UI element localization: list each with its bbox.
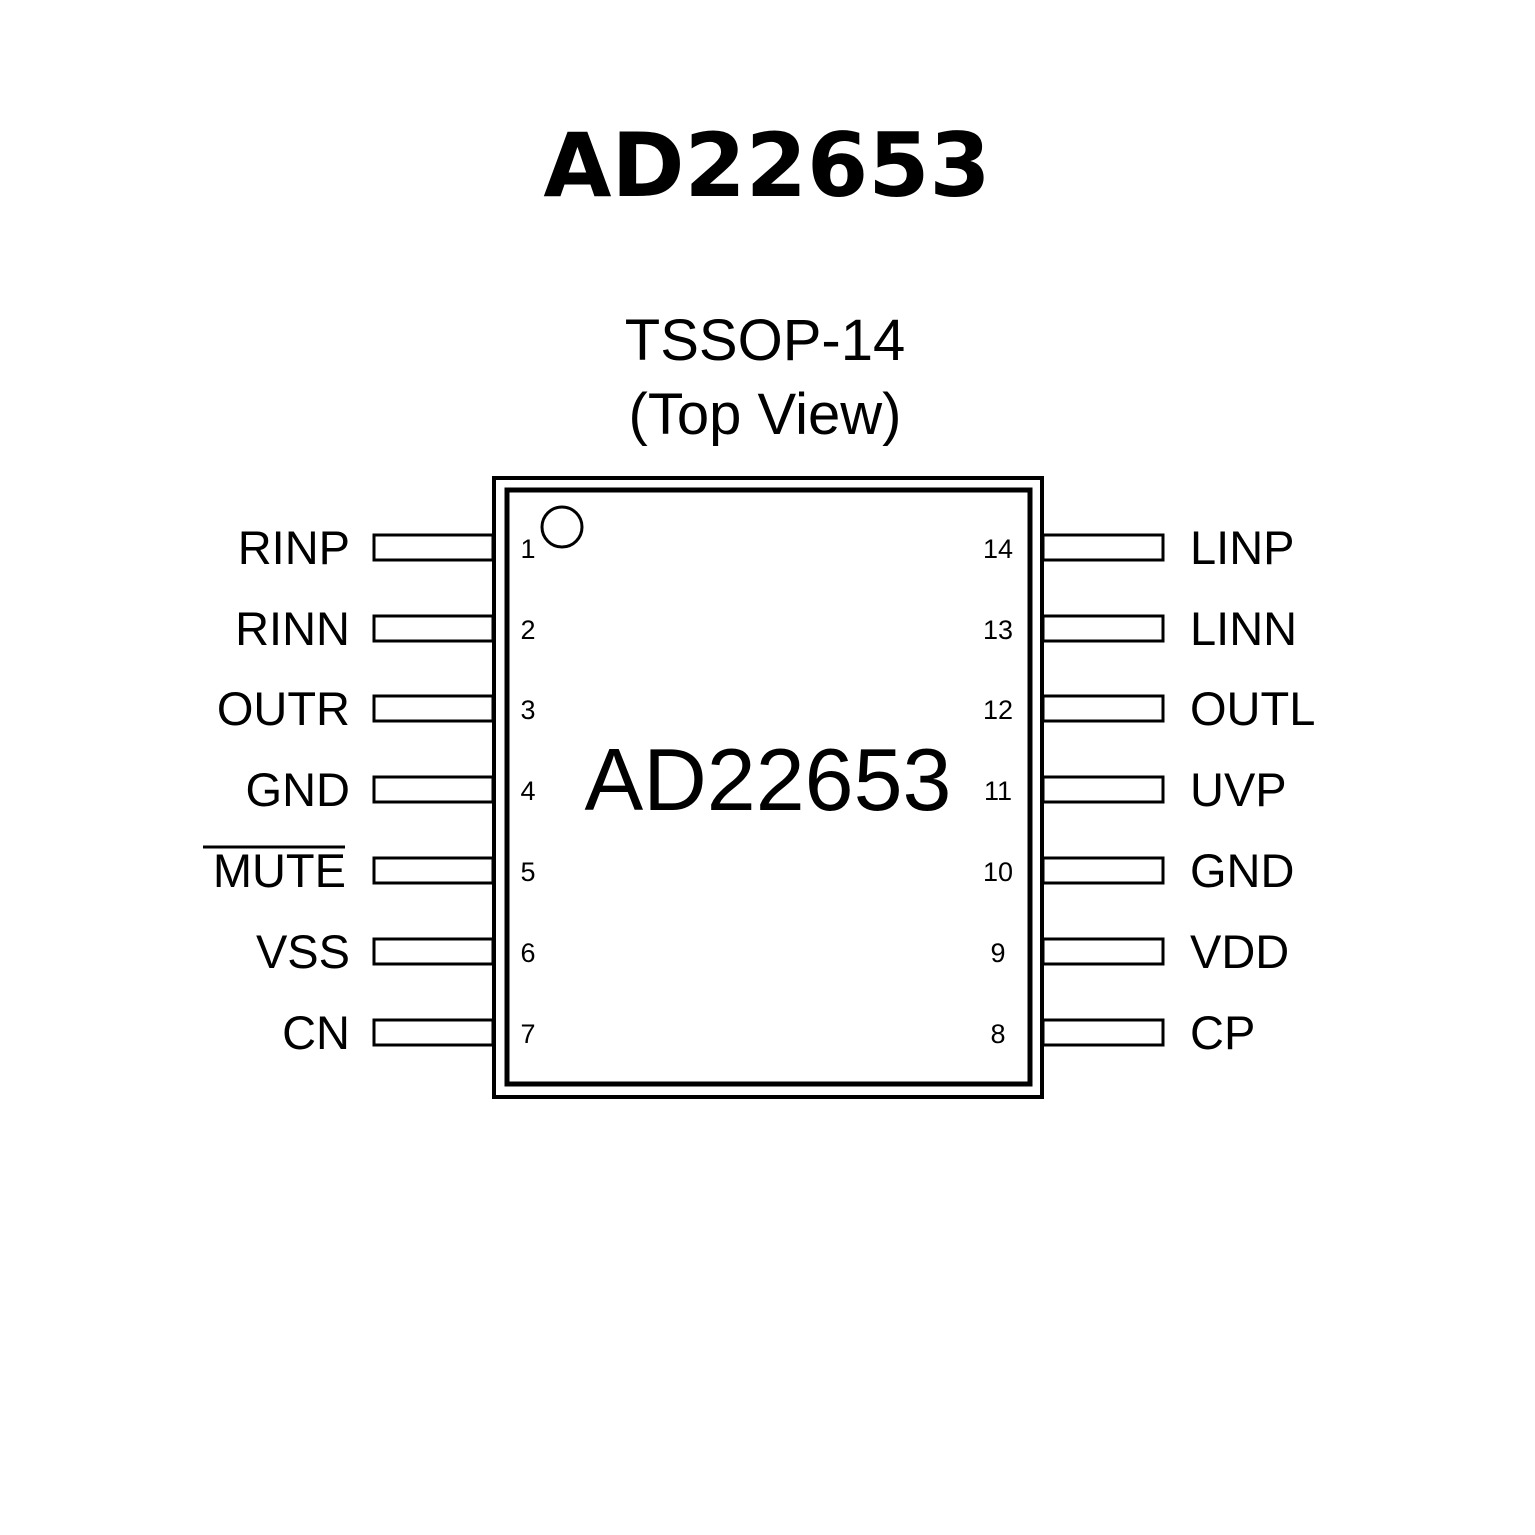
pin-lead [1041,1018,1165,1047]
pin-name: LINN [1190,602,1297,655]
pin-name: LINP [1190,521,1295,574]
chip-inner-body [504,487,1033,1087]
pin-name: VSS [256,925,350,978]
pin-lead [1041,856,1165,885]
pin-name: UVP [1190,763,1287,816]
pin-name: GND [1190,844,1294,897]
pin-name: RINP [238,521,350,574]
pin-number: 5 [520,857,535,887]
package-name: TSSOP-14 [625,308,905,373]
pin-name: OUTR [217,682,350,735]
pin-number: 14 [983,534,1013,564]
pin-name: MUTE [213,844,346,897]
pin-lead [372,775,495,804]
pin-number: 2 [520,615,535,645]
pin-number: 10 [983,857,1013,887]
pin-lead [372,856,495,885]
pin-lead [372,694,495,723]
pin-number: 1 [520,534,535,564]
pin-lead [1041,614,1165,643]
pin-number: 9 [990,938,1005,968]
pin-number: 7 [520,1019,535,1049]
pin-lead [1041,775,1165,804]
pin-lead [372,614,495,643]
pin-name: CN [282,1006,350,1059]
pin-lead [372,1018,495,1047]
package-view: (Top View) [629,382,902,447]
pin-lead [1041,937,1165,966]
pin-name: OUTL [1190,682,1315,735]
pin-number: 11 [984,776,1012,806]
pin-lead [372,533,495,562]
pin-name: RINN [235,602,350,655]
diagram-title: AD22653 [543,114,990,217]
pin-name: VDD [1190,925,1289,978]
pin-number: 6 [520,938,535,968]
pin-lead [372,937,495,966]
chip-label: AD22653 [585,730,952,829]
pin-number: 12 [983,695,1013,725]
pin-lead [1041,694,1165,723]
pin-number: 3 [520,695,535,725]
pin1-marker-icon [540,505,584,549]
pin-number: 13 [983,615,1013,645]
pin-name: GND [246,763,350,816]
pin-lead [1041,533,1165,562]
pin-number: 4 [520,776,535,806]
pin-name: CP [1190,1006,1255,1059]
pin-number: 8 [990,1019,1005,1049]
